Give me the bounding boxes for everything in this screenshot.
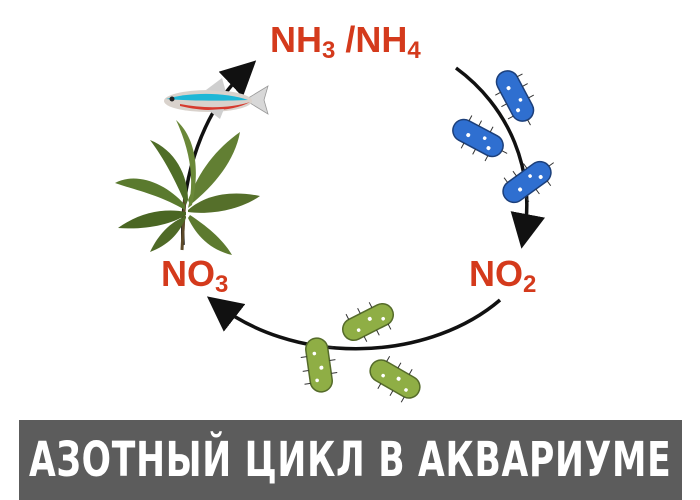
green-bacteria-icon [335,293,401,351]
blue-bacteria-icon [486,63,547,134]
label-subscript: 3 [215,271,229,298]
arrow-no2-to-no3 [206,296,502,351]
label-text: NH [270,19,322,60]
green-bacteria-icon [362,350,428,408]
title-banner: АЗОТНЫЙ ЦИКЛ В АКВАРИУМЕ [19,420,682,500]
plant-icon [115,120,260,255]
fish-icon [164,78,269,119]
node-nh3-nh4: NH3 /NH4 [270,22,421,63]
label-text: NO [469,253,523,294]
node-no3: NO3 [161,256,228,297]
label-subscript: 3 [322,37,336,64]
label-text: NO [161,253,215,294]
arrow-nh3-to-no2 [454,66,546,249]
label-separator: /NH [335,19,408,60]
banner-title: АЗОТНЫЙ ЦИКЛ В АКВАРИУМЕ [29,432,672,488]
blue-bacteria-icon [494,148,565,213]
label-subscript: 4 [407,37,421,64]
node-no2: NO2 [469,256,536,297]
label-subscript: 2 [523,271,537,298]
